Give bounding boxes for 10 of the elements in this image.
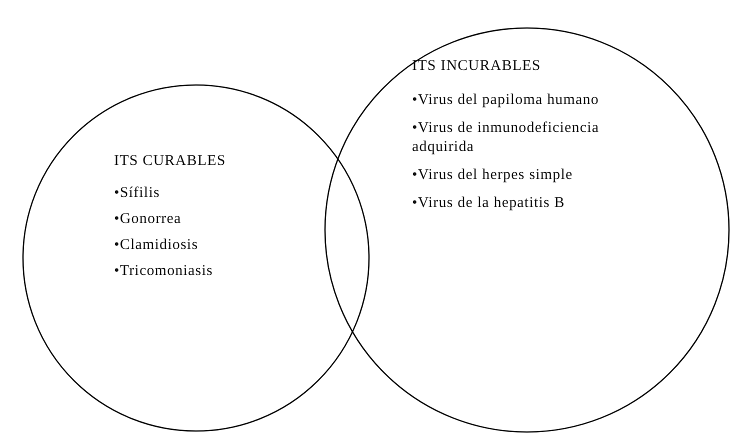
list-item: •Virus de la hepatitis B <box>412 194 566 213</box>
set-heading: ITS CURABLES <box>114 152 227 171</box>
set-heading: ITS INCURABLES <box>412 57 542 76</box>
list-item: •Virus de inmunodeficiencia adquirida <box>412 119 600 157</box>
list-item: •Sífilis <box>114 184 161 203</box>
list-item: •Clamidiosis <box>114 236 200 255</box>
list-item: •Virus del herpes simple <box>412 166 574 185</box>
list-item: •Tricomoniasis <box>114 262 214 281</box>
list-item: •Virus del papiloma humano <box>412 91 600 110</box>
list-item: •Gonorrea <box>114 210 182 229</box>
